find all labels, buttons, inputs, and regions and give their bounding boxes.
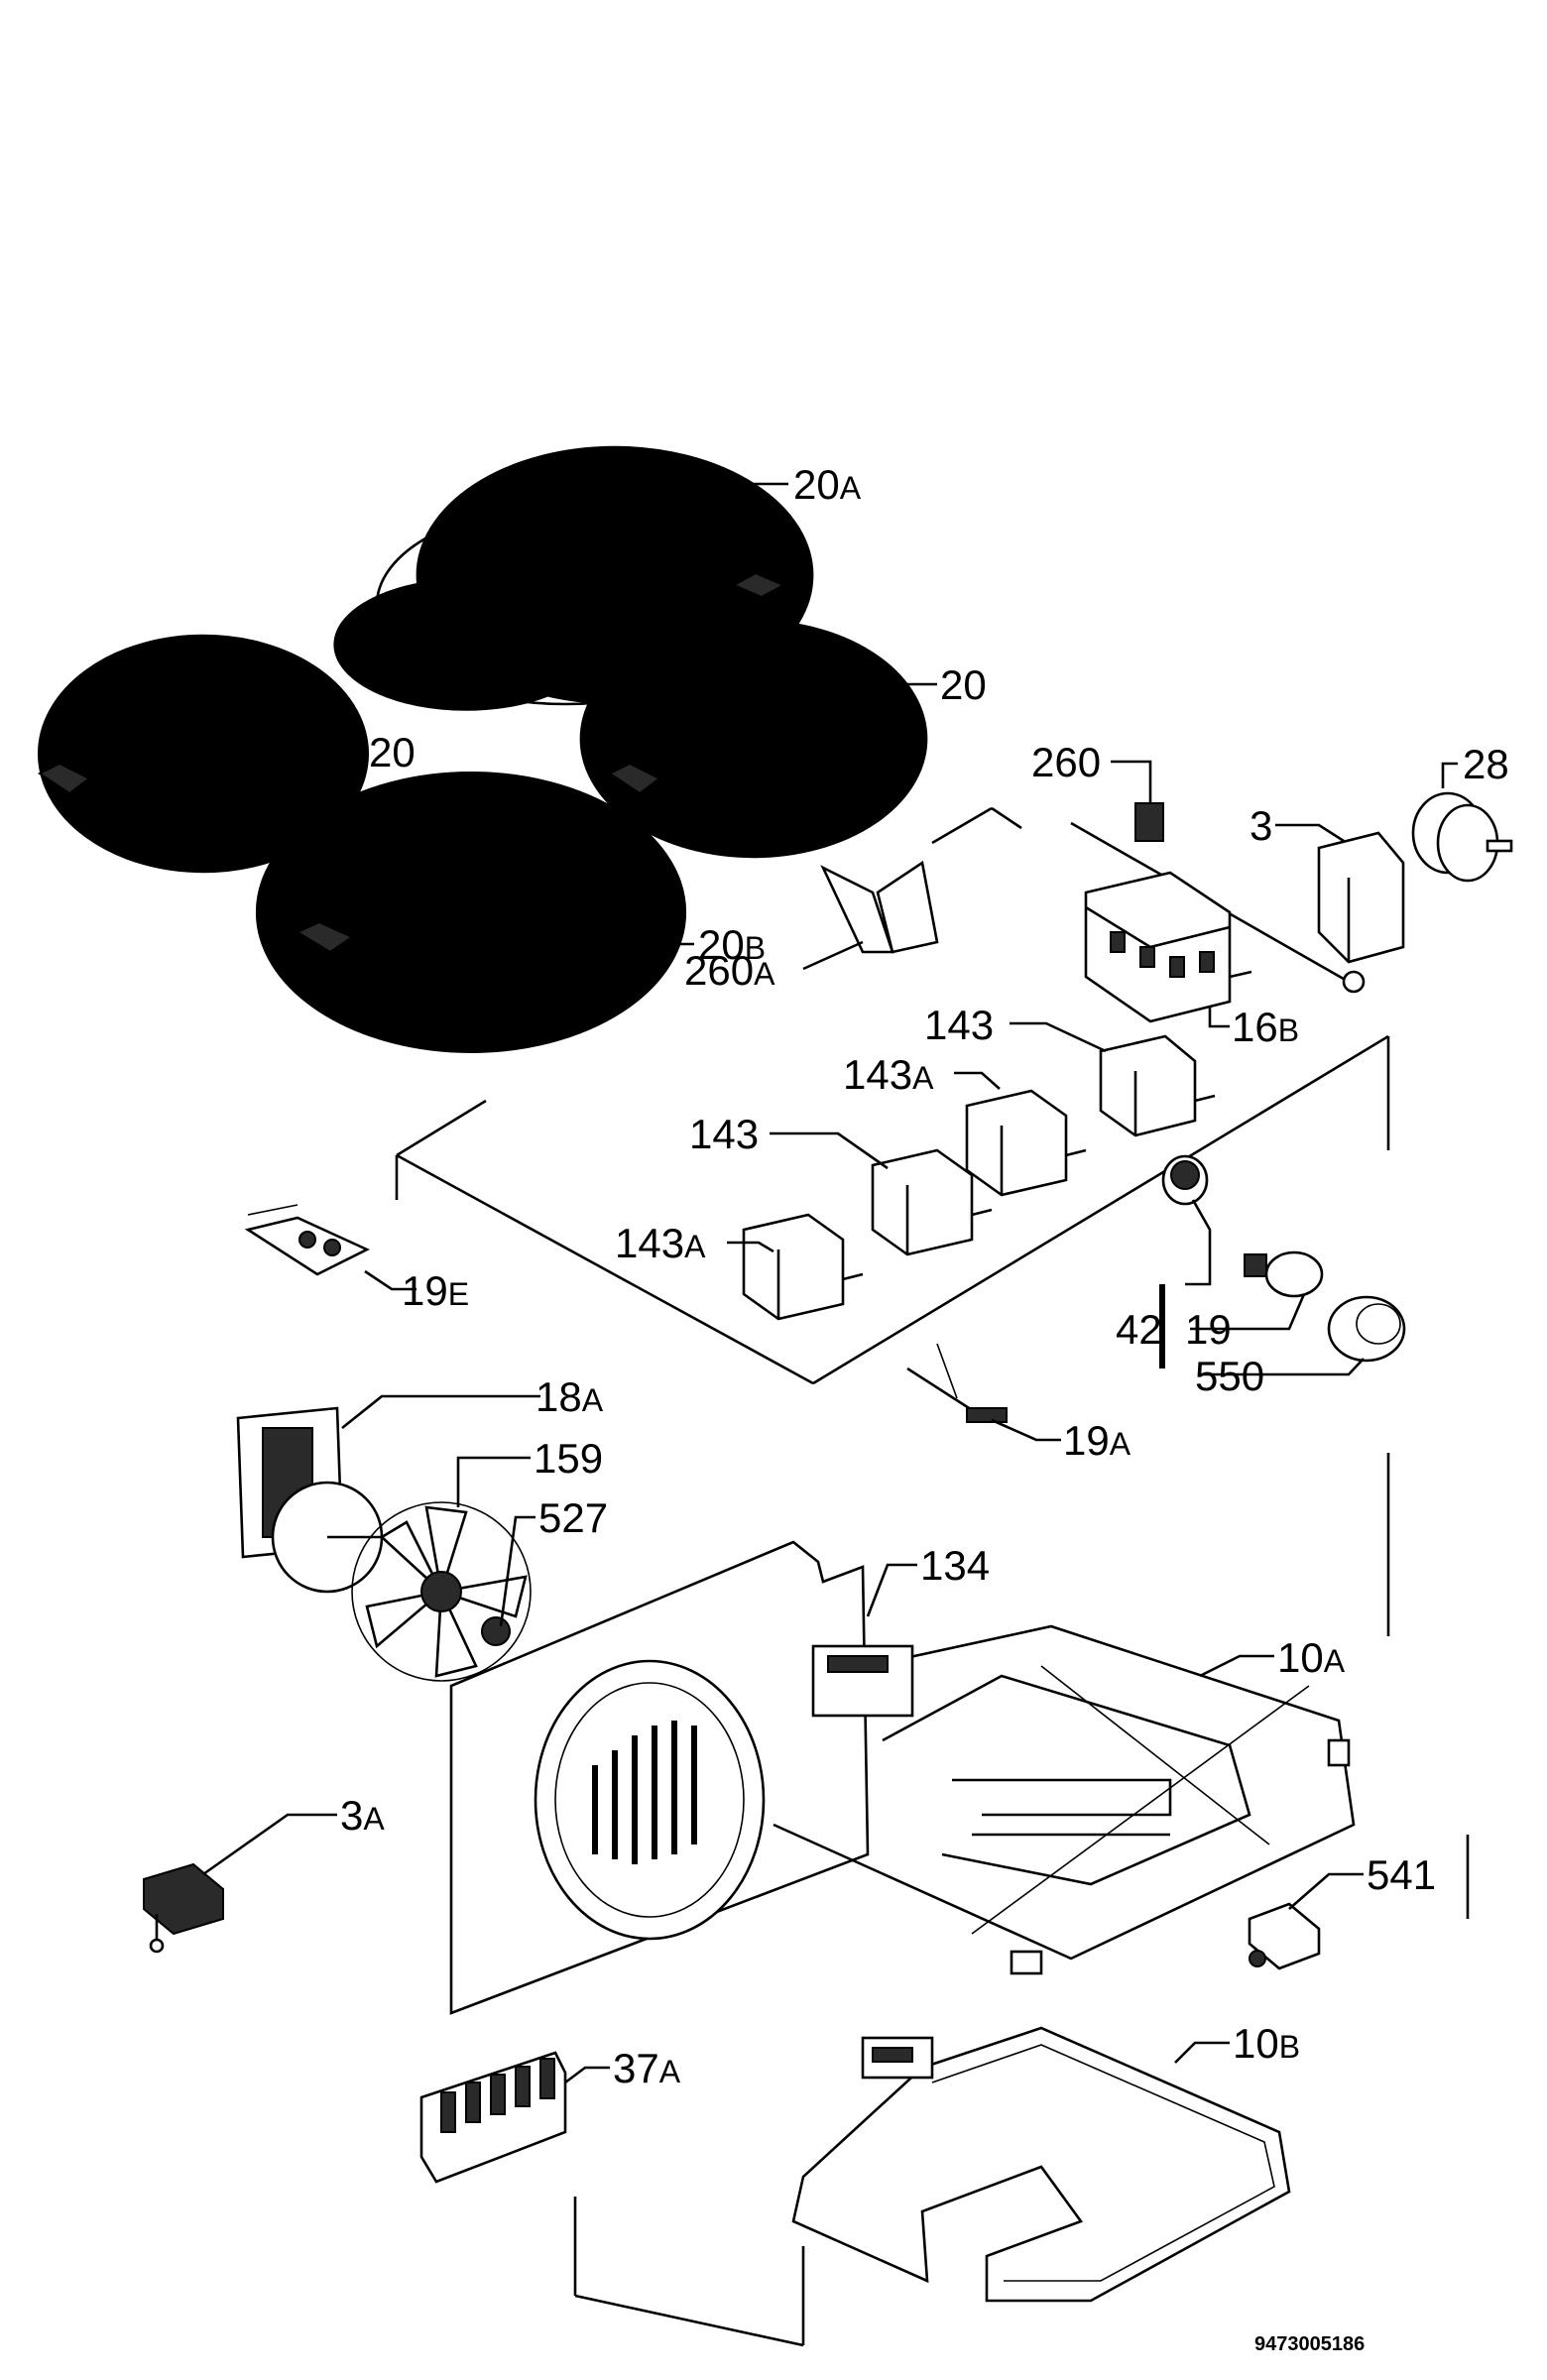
callout-541: 541	[1367, 1851, 1436, 1898]
callout-18a: 18A	[536, 1373, 604, 1420]
hotplate-20-right	[610, 659, 868, 828]
callout-143-mid: 143	[689, 1111, 759, 1157]
fan-motor-18a	[236, 1406, 384, 1594]
callout-260: 260	[1031, 739, 1101, 785]
fan-159	[351, 1501, 532, 1682]
hotplate-20b	[298, 818, 610, 1016]
callout-143a-top: 143A	[843, 1051, 934, 1098]
callout-10a: 10A	[1277, 1634, 1346, 1681]
callout-3: 3	[1250, 802, 1272, 849]
fan-cover-grille	[592, 1721, 697, 1864]
lamp-cover-550	[1327, 1295, 1406, 1363]
back-panel-134	[449, 1540, 870, 2015]
switch-16b	[1084, 871, 1252, 1023]
switch-143-top	[1099, 1034, 1216, 1137]
hotplate-20-left	[40, 674, 312, 843]
callout-159: 159	[534, 1435, 603, 1482]
bulb-19	[1244, 1250, 1324, 1298]
callout-550: 550	[1195, 1353, 1264, 1399]
switch-143a-top	[965, 1089, 1087, 1197]
callout-19e: 19E	[402, 1267, 469, 1314]
callout-527: 527	[538, 1494, 608, 1541]
clip-260a	[820, 860, 939, 954]
bottom-element-10b	[791, 2026, 1291, 2303]
callout-19: 19	[1185, 1306, 1232, 1353]
switch-143a-bot	[742, 1213, 864, 1321]
thermostat-3	[1070, 821, 1405, 994]
callout-143a-bot: 143A	[615, 1220, 706, 1266]
terminal-19e	[244, 1204, 371, 1276]
callout-260a: 260A	[684, 947, 775, 994]
control-panel-outline	[395, 806, 1390, 1636]
switch-143-mid	[871, 1148, 993, 1256]
lamp-holder-42	[1161, 1154, 1209, 1206]
leader-lines	[202, 482, 1458, 2084]
callout-42: 42	[1116, 1306, 1162, 1353]
callout-16b: 16B	[1232, 1004, 1299, 1050]
clip-260	[1134, 802, 1164, 842]
thermostat-3a	[143, 1862, 224, 1954]
cabinet-base-outline	[573, 2197, 805, 2347]
callout-10b: 10B	[1233, 2020, 1300, 2067]
callout-20-right: 20	[940, 661, 987, 708]
callout-20b: 20B	[698, 921, 766, 968]
callout-3a: 3A	[340, 1792, 385, 1839]
sensor-19a	[906, 1343, 1008, 1423]
knob-28	[1411, 791, 1513, 883]
grill-element-10a	[773, 1624, 1356, 1975]
callout-19a: 19A	[1063, 1417, 1131, 1464]
callout-37a: 37A	[613, 2045, 681, 2091]
hinge-541	[1248, 1902, 1321, 1970]
nut-527	[481, 1616, 511, 1646]
document-number: 9473005186	[1254, 2333, 1365, 2355]
callout-143-top: 143	[924, 1002, 994, 1048]
callout-134: 134	[920, 1542, 990, 1589]
callout-20a: 20A	[793, 461, 862, 508]
callout-28: 28	[1463, 741, 1509, 787]
callout-labels: 20A 20 20 20B 260 28 3 260A 143 16B 143A…	[340, 461, 1509, 2091]
callout-20-left: 20	[369, 729, 416, 775]
terminal-block-37a	[419, 2051, 567, 2184]
